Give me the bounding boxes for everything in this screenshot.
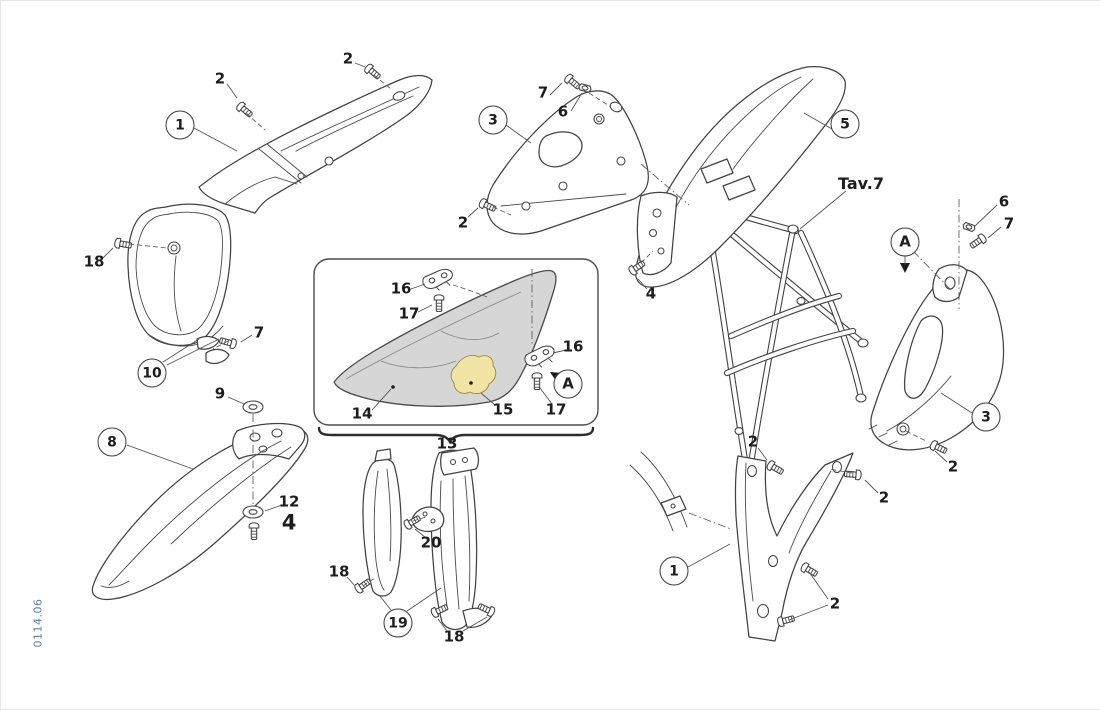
label-screw-7-number-plate: 7 [253,323,265,342]
label-screw-4-rear-fender: 4 [645,284,657,303]
callout-5-rear-fender[interactable]: 5 [830,109,860,139]
part-radiator-shroud [199,76,432,213]
label-screw-18-fork-left: 18 [328,562,350,581]
seat-patch-15 [451,355,496,393]
label-qty-4-front-fender: 4 [281,510,297,535]
nut-6-right-icon [961,221,977,233]
callout-1-rear-bracket[interactable]: 1 [659,556,689,586]
clamp-20 [412,507,444,531]
brace-13 [319,428,593,442]
label-screw-2-shroud-right: 2 [342,49,354,68]
screw-7-number-plate-icon [218,335,238,350]
leader-lines [103,63,1001,631]
label-screw-17-left: 17 [398,304,420,323]
drawing-code: 0114.06 [31,598,45,648]
label-screw-7-side-panel: 7 [537,83,549,102]
callout-8-front-fender[interactable]: 8 [97,427,127,457]
label-screw-17-right: 17 [545,400,567,419]
label-screw-2-bracket-bottom: 2 [829,594,841,613]
screw-2-bracket-top-icon [765,459,786,477]
label-patch-15: 15 [492,400,514,419]
part-subframe [699,200,868,472]
label-screw-2-bracket-top: 2 [747,432,759,451]
label-washer-12: 12 [278,492,300,511]
seat-assembly-box [314,259,598,442]
washer-9-icon [242,400,264,414]
washer-12-icon [242,505,264,519]
part-fork-guards [363,448,493,629]
screw-17-left-icon [433,294,445,313]
label-nut-6-side-panel: 6 [557,102,569,121]
label-seat-assembly-13: 13 [436,434,458,453]
screw-17-right-icon [531,372,543,391]
label-seat-14: 14 [351,404,373,423]
seat-14 [334,270,556,406]
part-side-panel-left [487,91,648,234]
label-screw-2-side-panel: 2 [457,213,469,232]
screw-7-right-icon [967,232,988,251]
part-rear-fender [636,67,846,287]
callout-19-fork-guard[interactable]: 19 [383,608,413,638]
screw-2-bracket-mid-icon [799,561,820,579]
part-number-plate [128,204,231,363]
label-screw-7-right: 7 [1003,214,1015,233]
screw-2-shroud-right-icon [362,62,383,82]
label-screw-18-number-plate: 18 [83,252,105,271]
label-screw-2-bracket-right: 2 [878,488,890,507]
label-screw-2-shroud-left: 2 [214,69,226,88]
label-nut-6-right: 6 [998,192,1010,211]
label-tav-7: Tav.7 [838,174,884,193]
label-washer-9: 9 [214,384,226,403]
part-rear-bracket [630,452,853,641]
screw-2-shroud-left-icon [234,100,255,120]
part-front-fender [92,424,307,600]
callout-3-side-panel-right[interactable]: 3 [971,402,1001,432]
label-screw-18-fork-bottom: 18 [443,627,465,646]
screw-4-front-fender-icon [248,522,260,541]
screw-2-bracket-right-icon [843,468,863,481]
label-bracket-16-right: 16 [562,337,584,356]
callout-3-side-panel-top[interactable]: 3 [478,105,508,135]
bracket-16-left-icon [420,267,456,294]
nut-6-side-panel-icon [577,82,593,94]
callout-10-number-plate[interactable]: 10 [137,358,167,388]
view-marker-a-panel: A [890,227,920,257]
part-side-panel-right [869,265,1004,450]
label-clamp-20: 20 [420,533,442,552]
label-screw-2-right-panel: 2 [947,457,959,476]
callout-1-radiator-shroud[interactable]: 1 [165,110,195,140]
label-bracket-16-left: 16 [390,279,412,298]
view-marker-a-seat: A [553,369,583,399]
